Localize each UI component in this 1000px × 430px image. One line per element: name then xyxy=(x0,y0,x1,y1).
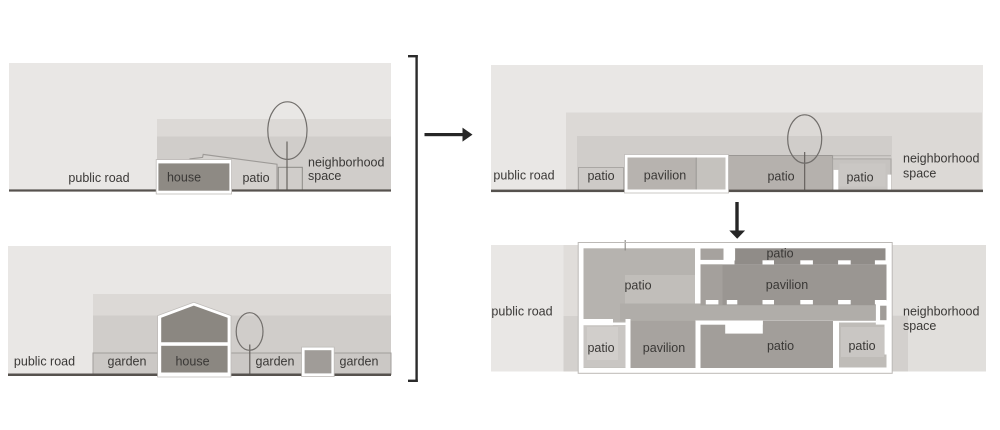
svg-text:neighborhood: neighborhood xyxy=(308,156,385,170)
svg-text:space: space xyxy=(903,319,936,333)
svg-text:patio: patio xyxy=(848,339,875,353)
svg-text:patio: patio xyxy=(587,169,614,183)
svg-text:house: house xyxy=(167,171,201,185)
svg-text:patio: patio xyxy=(846,171,873,185)
svg-text:garden: garden xyxy=(108,355,147,369)
svg-text:garden: garden xyxy=(256,355,295,369)
svg-text:garden: garden xyxy=(340,355,379,369)
svg-text:space: space xyxy=(308,169,341,183)
svg-text:patio: patio xyxy=(766,247,793,261)
svg-text:house: house xyxy=(175,355,209,369)
svg-text:patio: patio xyxy=(242,171,269,185)
svg-text:public road: public road xyxy=(493,169,554,183)
svg-text:public road: public road xyxy=(68,171,129,185)
svg-text:patio: patio xyxy=(767,170,794,184)
svg-text:pavilion: pavilion xyxy=(644,169,686,183)
svg-text:public road: public road xyxy=(14,355,75,369)
svg-text:neighborhood: neighborhood xyxy=(903,152,980,166)
svg-text:public road: public road xyxy=(491,305,552,319)
svg-text:patio: patio xyxy=(767,339,794,353)
svg-text:pavilion: pavilion xyxy=(643,341,685,355)
svg-text:pavilion: pavilion xyxy=(766,278,808,292)
svg-text:patio: patio xyxy=(624,279,651,293)
svg-text:neighborhood: neighborhood xyxy=(903,305,980,319)
svg-text:patio: patio xyxy=(587,341,614,355)
svg-text:space: space xyxy=(903,167,936,181)
